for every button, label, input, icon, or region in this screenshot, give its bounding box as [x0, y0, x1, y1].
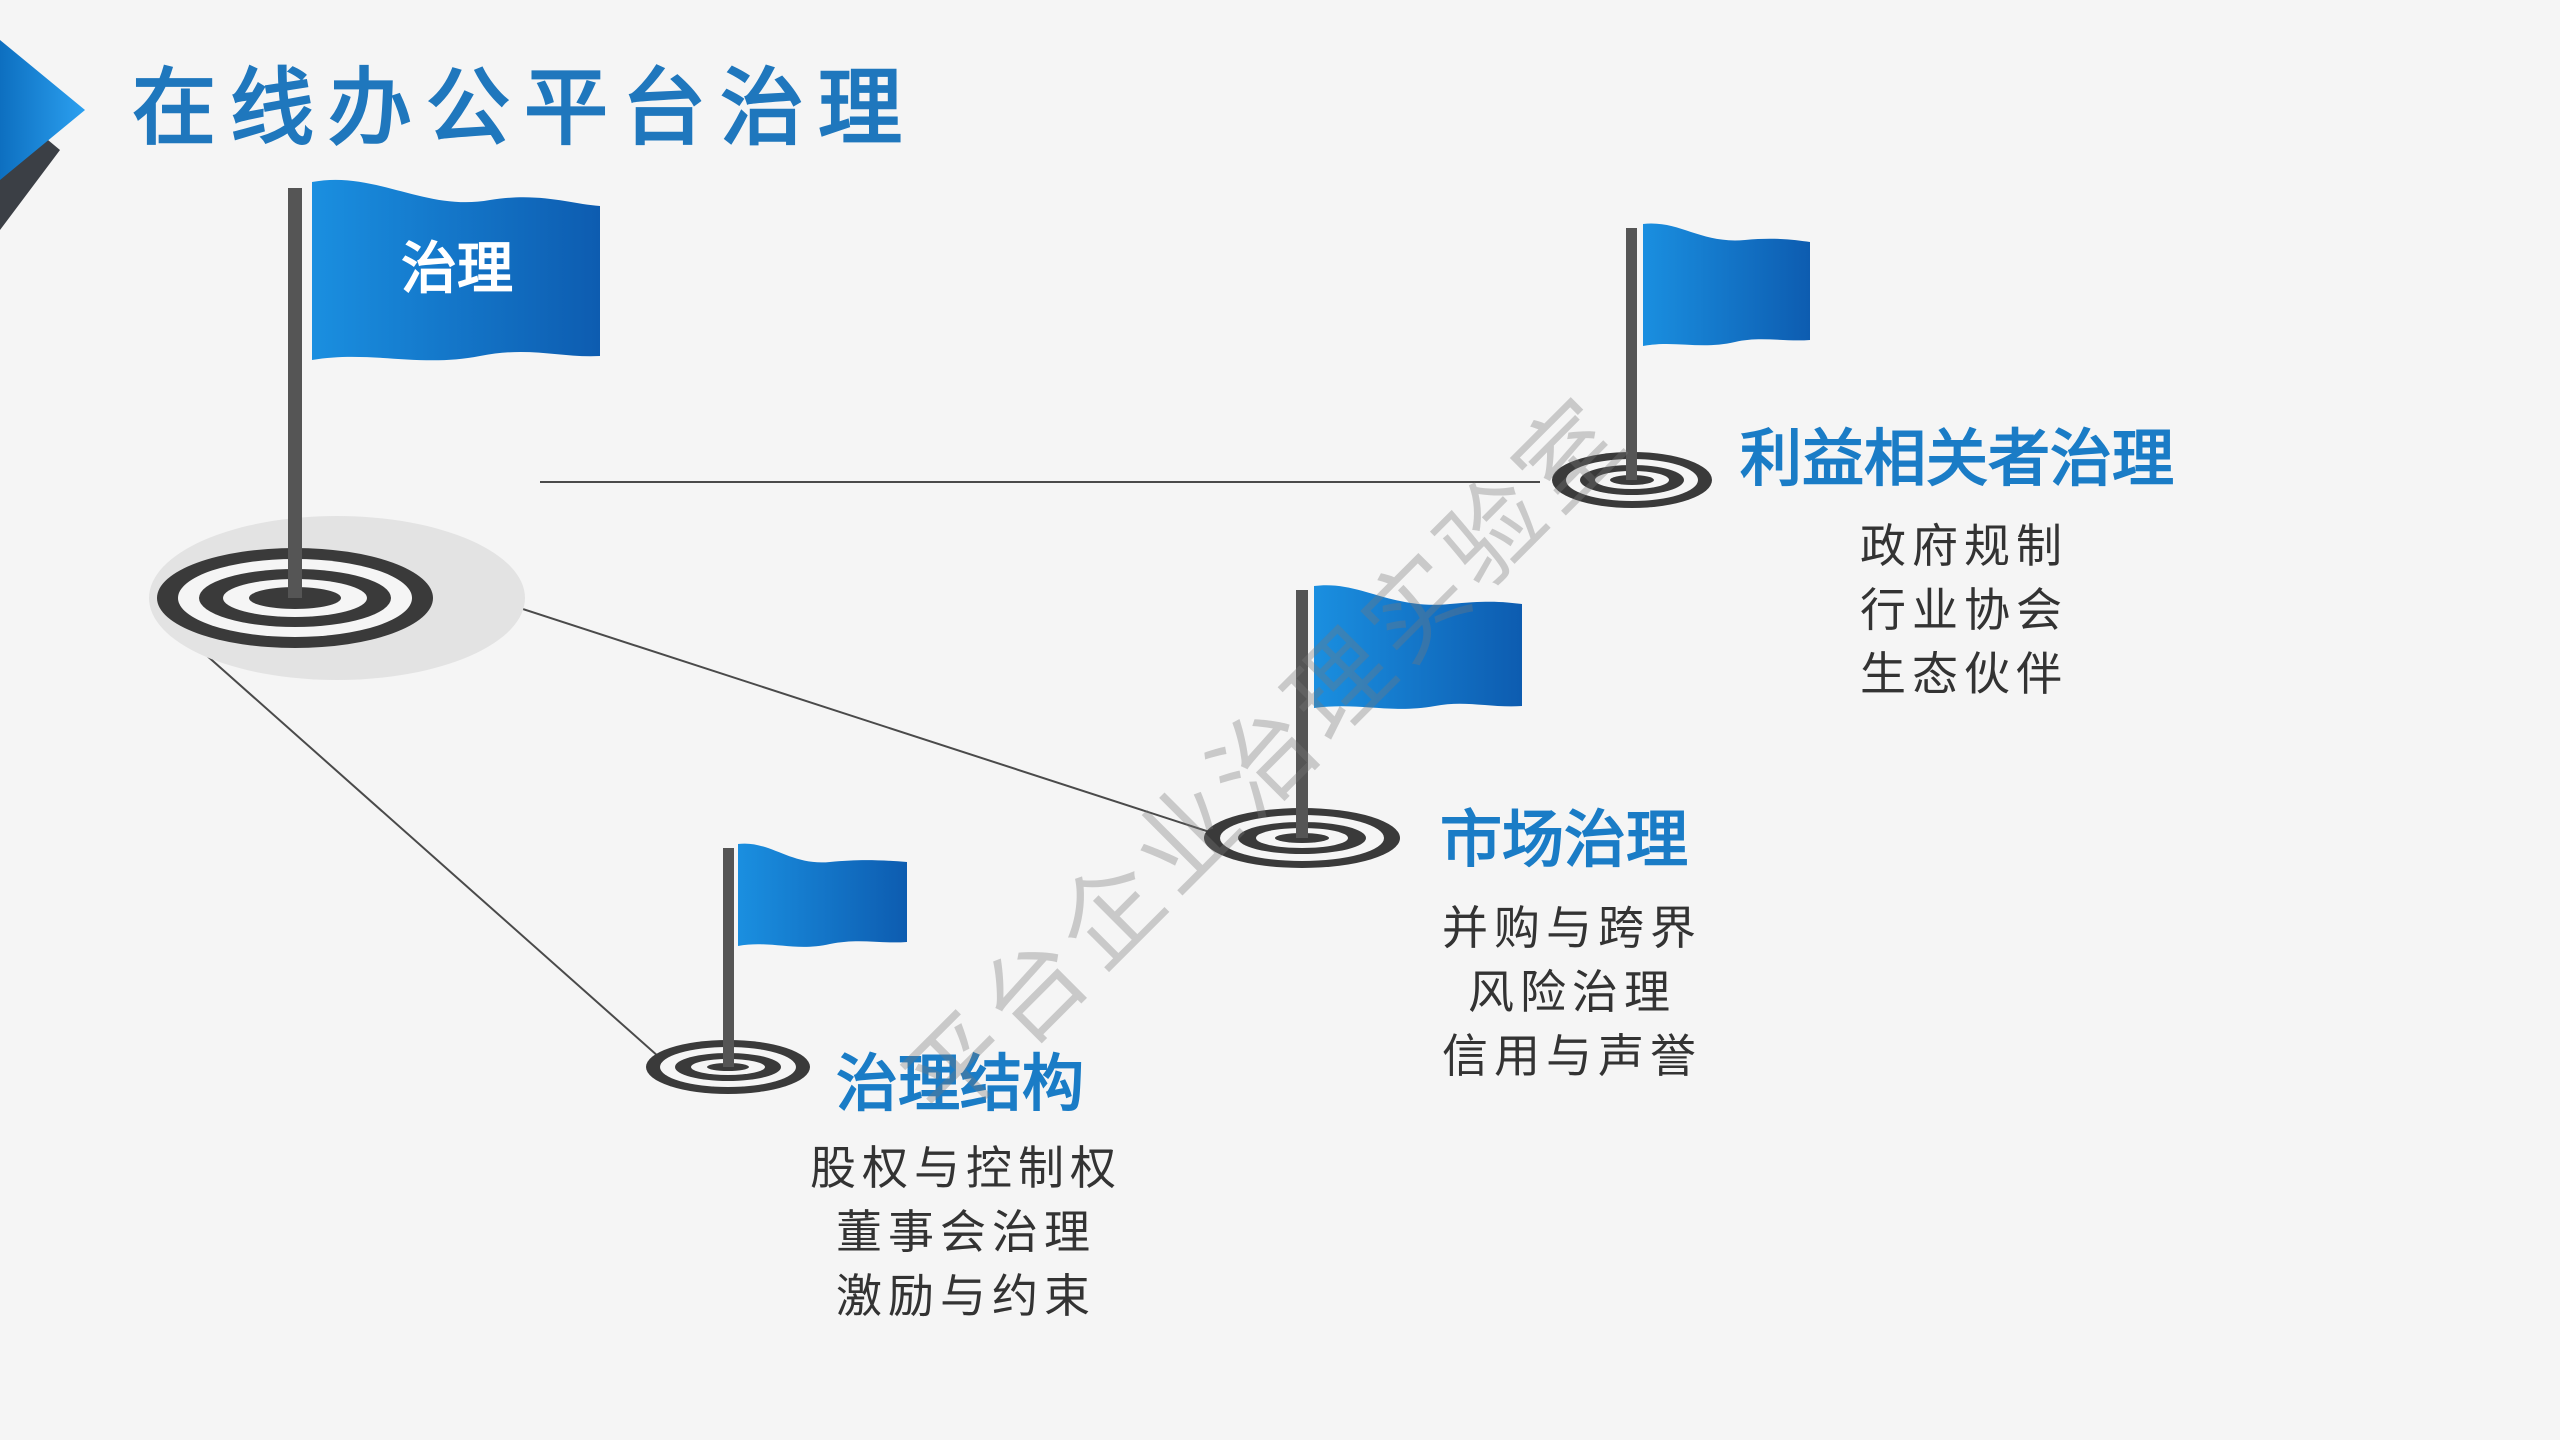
branch-items-market: 并购与跨界 风险治理 信用与声誉 — [1442, 896, 1702, 1088]
list-item: 行业协会 — [1860, 583, 2068, 637]
list-item: 并购与跨界 — [1442, 901, 1702, 955]
flag-market — [1204, 585, 1522, 868]
page-title: 在线办公平台治理 — [132, 58, 917, 157]
branch-items-structure: 股权与控制权 董事会治理 激励与约束 — [810, 1136, 1122, 1328]
list-item: 政府规制 — [1860, 519, 2068, 573]
flag-structure — [646, 843, 907, 1094]
branch-title-stakeholder: 利益相关者治理 — [1740, 422, 2175, 495]
root-flag — [149, 179, 600, 680]
branch-title-market: 市场治理 — [1440, 803, 1689, 876]
list-item: 信用与声誉 — [1442, 1029, 1702, 1083]
list-item: 股权与控制权 — [810, 1141, 1122, 1195]
flag-stakeholder — [1552, 223, 1810, 508]
connector-line-structure — [177, 629, 669, 1066]
branch-title-structure: 治理结构 — [836, 1047, 1085, 1120]
header-chevron-icon — [0, 40, 85, 230]
branch-items-stakeholder: 政府规制 行业协会 生态伙伴 — [1860, 514, 2068, 706]
list-item: 风险治理 — [1468, 965, 1676, 1019]
root-flag-label: 治理 — [401, 237, 513, 302]
list-item: 激励与约束 — [836, 1269, 1096, 1323]
connector-line-market — [494, 599, 1226, 838]
list-item: 生态伙伴 — [1860, 647, 2068, 701]
list-item: 董事会治理 — [836, 1205, 1096, 1259]
